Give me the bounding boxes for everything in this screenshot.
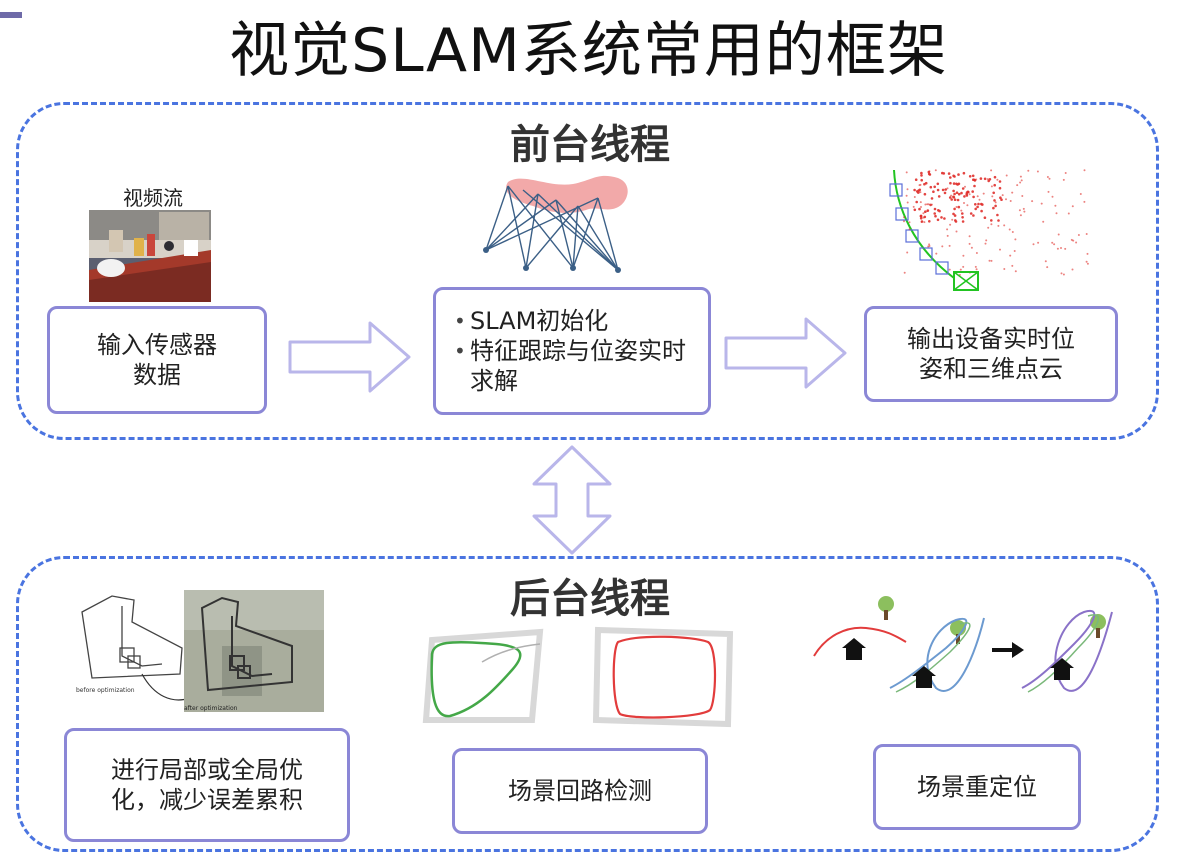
frontend-title: 前台线程 [510, 122, 670, 168]
feature-tracking-item: 特征跟踪与位姿实时求解 [454, 336, 696, 396]
loop-detection-illustration [412, 620, 742, 730]
slam-init-item: SLAM初始化 [454, 306, 696, 336]
input-sensor-data-node: 输入传感器 数据 [47, 306, 267, 414]
relocalization-node: 场景重定位 [873, 744, 1081, 830]
optimization-illustration: before optimization after optimization [72, 586, 326, 716]
video-stream-label: 视频流 [123, 186, 183, 210]
arrow-right-black-icon [992, 642, 1024, 658]
relocalization-illustration [806, 592, 1126, 712]
video-stream-image [89, 210, 211, 302]
house-icon [912, 666, 936, 688]
feature-tracking-illustration [478, 170, 638, 278]
corner-accent-bar [0, 12, 22, 18]
house-icon [842, 638, 866, 660]
loop-detection-node: 场景回路检测 [452, 748, 708, 834]
point-cloud-illustration [884, 168, 1098, 294]
tree-icon [878, 596, 894, 620]
page-title: 视觉SLAM系统常用的框架 [229, 16, 948, 86]
before-optimization-caption: before optimization [76, 687, 135, 694]
optimization-node: 进行局部或全局优 化，减少误差累积 [64, 728, 350, 842]
backend-thread-box [16, 556, 1159, 852]
arrow-right-icon [288, 320, 413, 394]
bidirectional-arrow-icon [530, 444, 614, 556]
frontend-thread-box [16, 102, 1159, 440]
backend-title: 后台线程 [510, 576, 670, 622]
after-optimization-caption: after optimization [184, 705, 238, 712]
output-pose-pointcloud-node: 输出设备实时位 姿和三维点云 [864, 306, 1118, 402]
arrow-right-icon [724, 316, 849, 390]
house-icon [1050, 658, 1074, 680]
slam-process-node: SLAM初始化 特征跟踪与位姿实时求解 [433, 287, 711, 415]
